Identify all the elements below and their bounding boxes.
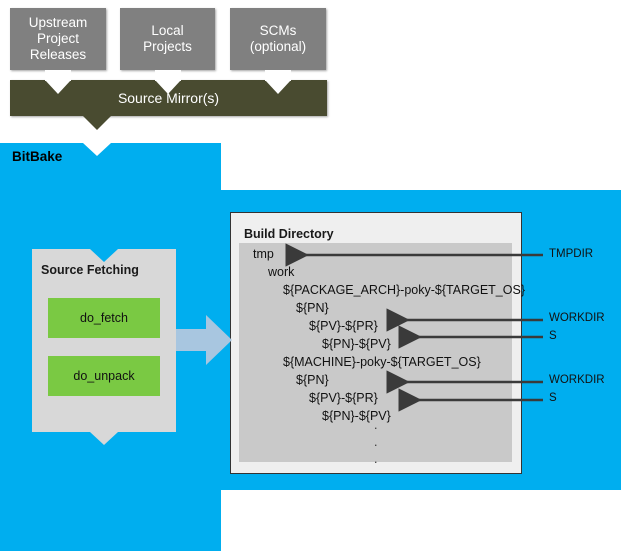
source-box-local-projects: Local Projects xyxy=(120,8,215,70)
arrow-right-fetch-to-build-icon xyxy=(176,315,232,365)
source-fetching-title: Source Fetching xyxy=(41,263,139,277)
bitbake-region-tail xyxy=(0,490,221,551)
arrow-down-local-to-mirror-icon xyxy=(155,80,181,94)
tree-item-machine: ${MACHINE}-poky-${TARGET_OS} xyxy=(283,355,481,369)
callout-label-workdir-1: WORKDIR xyxy=(549,312,605,324)
tree-item-work: work xyxy=(268,265,295,279)
arrow-down-source-fetching-icon xyxy=(90,432,118,445)
arrow-down-scms-to-mirror-icon xyxy=(265,80,291,94)
build-directory-title: Build Directory xyxy=(244,227,334,241)
source-box-upstream-project-releases: Upstream Project Releases xyxy=(10,8,106,70)
tree-item-pn-pv-2: ${PN}-${PV} xyxy=(322,409,391,423)
tree-item-pv-pr-1: ${PV}-${PR} xyxy=(309,319,378,333)
build-directory-tree-panel xyxy=(239,243,512,462)
tree-item-tmp: tmp xyxy=(253,247,274,261)
callout-label-s-2: S xyxy=(549,392,557,404)
tree-ellipsis-dot: . xyxy=(374,452,378,466)
tree-item-pv-pr-2: ${PV}-${PR} xyxy=(309,391,378,405)
task-box-do-unpack[interactable]: do_unpack xyxy=(48,356,160,396)
source-box-line: Project xyxy=(36,31,79,46)
tree-item-package-arch: ${PACKAGE_ARCH}-poky-${TARGET_OS} xyxy=(283,283,525,297)
source-fetching-panel xyxy=(32,249,176,432)
source-box-line: (optional) xyxy=(249,39,307,54)
source-fetching-top-notch-icon xyxy=(90,249,118,262)
connector-stem-scms xyxy=(265,70,291,81)
bitbake-label: BitBake xyxy=(12,149,63,164)
tree-item-pn-pv-1: ${PN}-${PV} xyxy=(322,337,391,351)
source-box-line: Projects xyxy=(143,39,192,54)
tree-ellipsis-dot: . xyxy=(374,418,378,432)
source-box-line: Releases xyxy=(29,47,87,62)
connector-stem-upstream xyxy=(45,70,71,81)
connector-stem-local xyxy=(155,70,181,81)
callout-label-tmpdir: TMPDIR xyxy=(549,248,594,260)
source-mirror-label: Source Mirror(s) xyxy=(117,90,220,106)
bitbake-entry-notch-icon xyxy=(83,143,111,156)
arrow-down-upstream-to-mirror-icon xyxy=(45,80,71,94)
source-box-line: Upstream xyxy=(28,15,88,30)
source-box-scms-optional: SCMs (optional) xyxy=(230,8,326,70)
arrow-down-mirror-to-bitbake-icon xyxy=(83,116,111,130)
tree-ellipsis-dot: . xyxy=(374,435,378,449)
tree-item-pn-2: ${PN} xyxy=(296,373,329,387)
tree-item-pn-1: ${PN} xyxy=(296,301,329,315)
callout-label-workdir-2: WORKDIR xyxy=(549,374,605,386)
callout-label-s-1: S xyxy=(549,330,557,342)
source-box-line: SCMs xyxy=(259,23,297,38)
task-box-do-fetch[interactable]: do_fetch xyxy=(48,298,160,338)
task-label: do_unpack xyxy=(73,369,135,383)
source-box-line: Local xyxy=(151,23,184,38)
task-label: do_fetch xyxy=(80,311,128,325)
